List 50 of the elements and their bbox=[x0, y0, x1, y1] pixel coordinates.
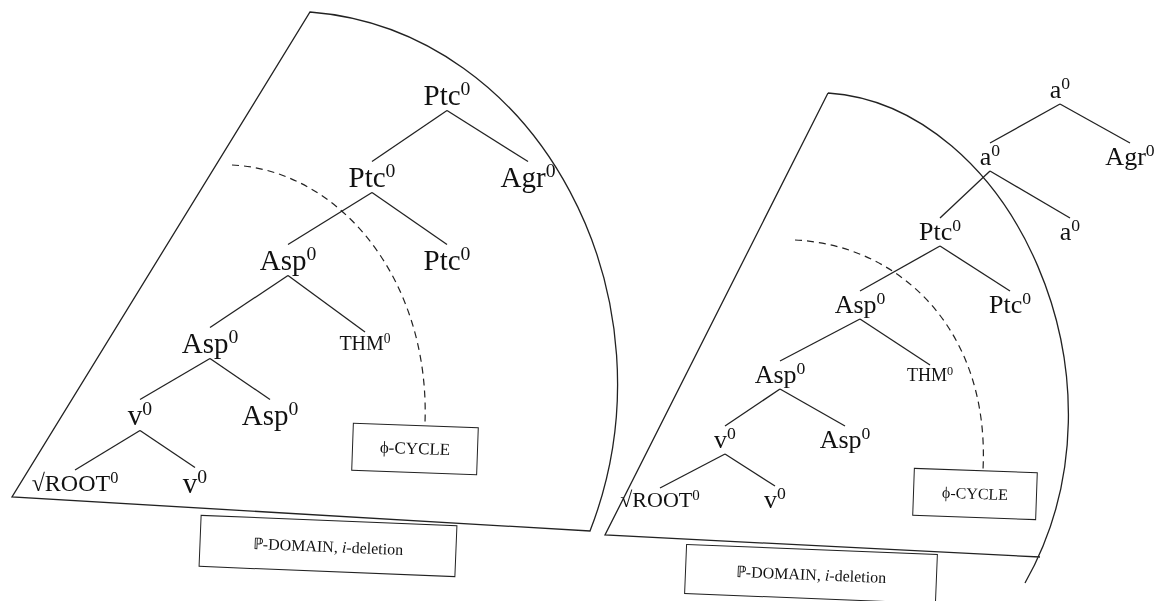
tree-branch bbox=[859, 245, 941, 292]
tree-label: a$^{0}$ bbox=[1057, 218, 1083, 246]
tree-label: v$^{0}$ bbox=[180, 467, 210, 499]
tree-branch bbox=[1059, 103, 1131, 144]
tree-branch bbox=[989, 170, 1071, 219]
tree-branch bbox=[209, 274, 289, 329]
tree-branch bbox=[139, 429, 196, 469]
tree-branch bbox=[724, 388, 781, 427]
tree-label: Ptc$^{0}$ bbox=[916, 218, 964, 246]
tree-label: Agr$^{0}$ bbox=[1103, 143, 1157, 171]
tree-label: √ROOT$^{0}$ bbox=[29, 470, 121, 496]
tree-branch bbox=[939, 245, 1011, 292]
label-box: ℙ-DOMAIN, i-deletion bbox=[198, 514, 458, 578]
tree-branch bbox=[724, 453, 776, 487]
tree-label: a$^{0}$ bbox=[977, 143, 1003, 171]
tree-label: a$^{0}$ bbox=[1047, 76, 1073, 104]
tree-branch bbox=[74, 429, 141, 471]
tree-branch bbox=[287, 191, 373, 246]
tree-branch bbox=[659, 453, 726, 489]
tree-branch bbox=[371, 109, 448, 163]
tree-branch bbox=[989, 103, 1061, 144]
tree-label: Asp$^{0}$ bbox=[752, 361, 808, 389]
tree-label: THM$^{0}$ bbox=[904, 365, 956, 385]
tree-label: Asp$^{0}$ bbox=[817, 426, 873, 454]
tree-label: THM$^{0}$ bbox=[337, 332, 393, 354]
tree-branch bbox=[779, 388, 846, 427]
tree-label: v$^{0}$ bbox=[125, 399, 155, 431]
tree-label: √ROOT$^{0}$ bbox=[618, 488, 702, 512]
label-box: ϕ-CYCLE bbox=[912, 467, 1038, 521]
tree-label: Ptc$^{0}$ bbox=[986, 291, 1034, 319]
tree-label: Asp$^{0}$ bbox=[239, 399, 301, 431]
tree-branch bbox=[446, 109, 529, 163]
tree-label: v$^{0}$ bbox=[712, 426, 738, 454]
tree-branch bbox=[209, 357, 271, 401]
tree-label: Asp$^{0}$ bbox=[832, 291, 888, 319]
tree-label: Agr$^{0}$ bbox=[498, 161, 558, 193]
tree-label: Ptc$^{0}$ bbox=[421, 79, 473, 111]
tree-label: Asp$^{0}$ bbox=[179, 327, 241, 359]
tree-label: Asp$^{0}$ bbox=[257, 244, 319, 276]
tree-branch bbox=[859, 318, 931, 366]
tree-branch bbox=[939, 170, 991, 219]
tree-label: Ptc$^{0}$ bbox=[346, 161, 398, 193]
tree-label: v$^{0}$ bbox=[762, 486, 788, 514]
tree-label: Ptc$^{0}$ bbox=[421, 244, 473, 276]
tree-branch bbox=[139, 357, 211, 401]
tree-branch bbox=[371, 191, 448, 246]
tree-branch bbox=[779, 318, 861, 362]
tree-branch bbox=[287, 274, 366, 333]
label-box: ϕ-CYCLE bbox=[351, 422, 479, 476]
label-box: ℙ-DOMAIN, i-deletion bbox=[684, 543, 938, 601]
